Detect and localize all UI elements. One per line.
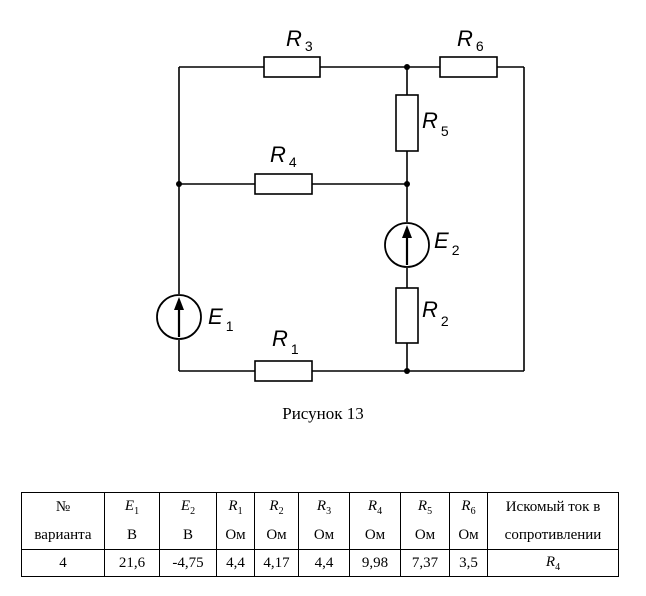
value-r6: 3,5: [449, 549, 488, 577]
value-variant: 4: [21, 549, 105, 577]
source-e2: [384, 222, 430, 268]
header-resistance: сопротивлении: [487, 521, 619, 550]
header-target-current: Искомый ток в: [487, 492, 619, 521]
resistor-r5: [395, 94, 419, 152]
header-number: №: [21, 492, 105, 521]
header-variant: варианта: [21, 521, 105, 550]
value-r1: 4,4: [216, 549, 255, 577]
value-r4: 9,98: [349, 549, 401, 577]
figure-caption: Рисунок 13: [282, 404, 364, 423]
unit-r6: Ом: [449, 521, 488, 550]
resistor-r1: [254, 360, 313, 382]
node-mid-left: [176, 181, 182, 187]
value-r2: 4,17: [254, 549, 299, 577]
unit-e2: В: [159, 521, 217, 550]
unit-r2: Ом: [254, 521, 299, 550]
header-r1: R1: [216, 492, 255, 521]
header-e1: E1: [104, 492, 160, 521]
value-r3: 4,4: [298, 549, 350, 577]
header-r3: R3: [298, 492, 350, 521]
value-r5: 7,37: [400, 549, 450, 577]
node-bottom: [404, 368, 410, 374]
resistor-r6: [439, 56, 498, 78]
node-mid-right: [404, 181, 410, 187]
header-r4: R4: [349, 492, 401, 521]
value-e2: -4,75: [159, 549, 217, 577]
header-r2: R2: [254, 492, 299, 521]
unit-e1: В: [104, 521, 160, 550]
table-header-row-2: варианта В В Ом Ом Ом Ом Ом Ом сопротивл…: [21, 521, 619, 550]
resistor-r3: [263, 56, 321, 78]
unit-r3: Ом: [298, 521, 350, 550]
value-e1: 21,6: [104, 549, 160, 577]
unit-r1: Ом: [216, 521, 255, 550]
header-r6: R6: [449, 492, 488, 521]
parameters-table: № E1 E2 R1 R2 R3 R4 R5 R6 Искомый ток в …: [21, 492, 619, 577]
table-header-row-1: № E1 E2 R1 R2 R3 R4 R5 R6 Искомый ток в: [21, 492, 619, 521]
header-e2: E2: [159, 492, 217, 521]
resistor-r4: [254, 173, 313, 195]
node-top: [404, 64, 410, 70]
resistor-r2: [395, 287, 419, 344]
unit-r5: Ом: [400, 521, 450, 550]
header-r5: R5: [400, 492, 450, 521]
value-target: R4: [487, 549, 619, 577]
unit-r4: Ом: [349, 521, 401, 550]
source-e1: [156, 294, 202, 340]
table-row: 4 21,6 -4,75 4,4 4,17 4,4 9,98 7,37 3,5 …: [21, 549, 619, 577]
